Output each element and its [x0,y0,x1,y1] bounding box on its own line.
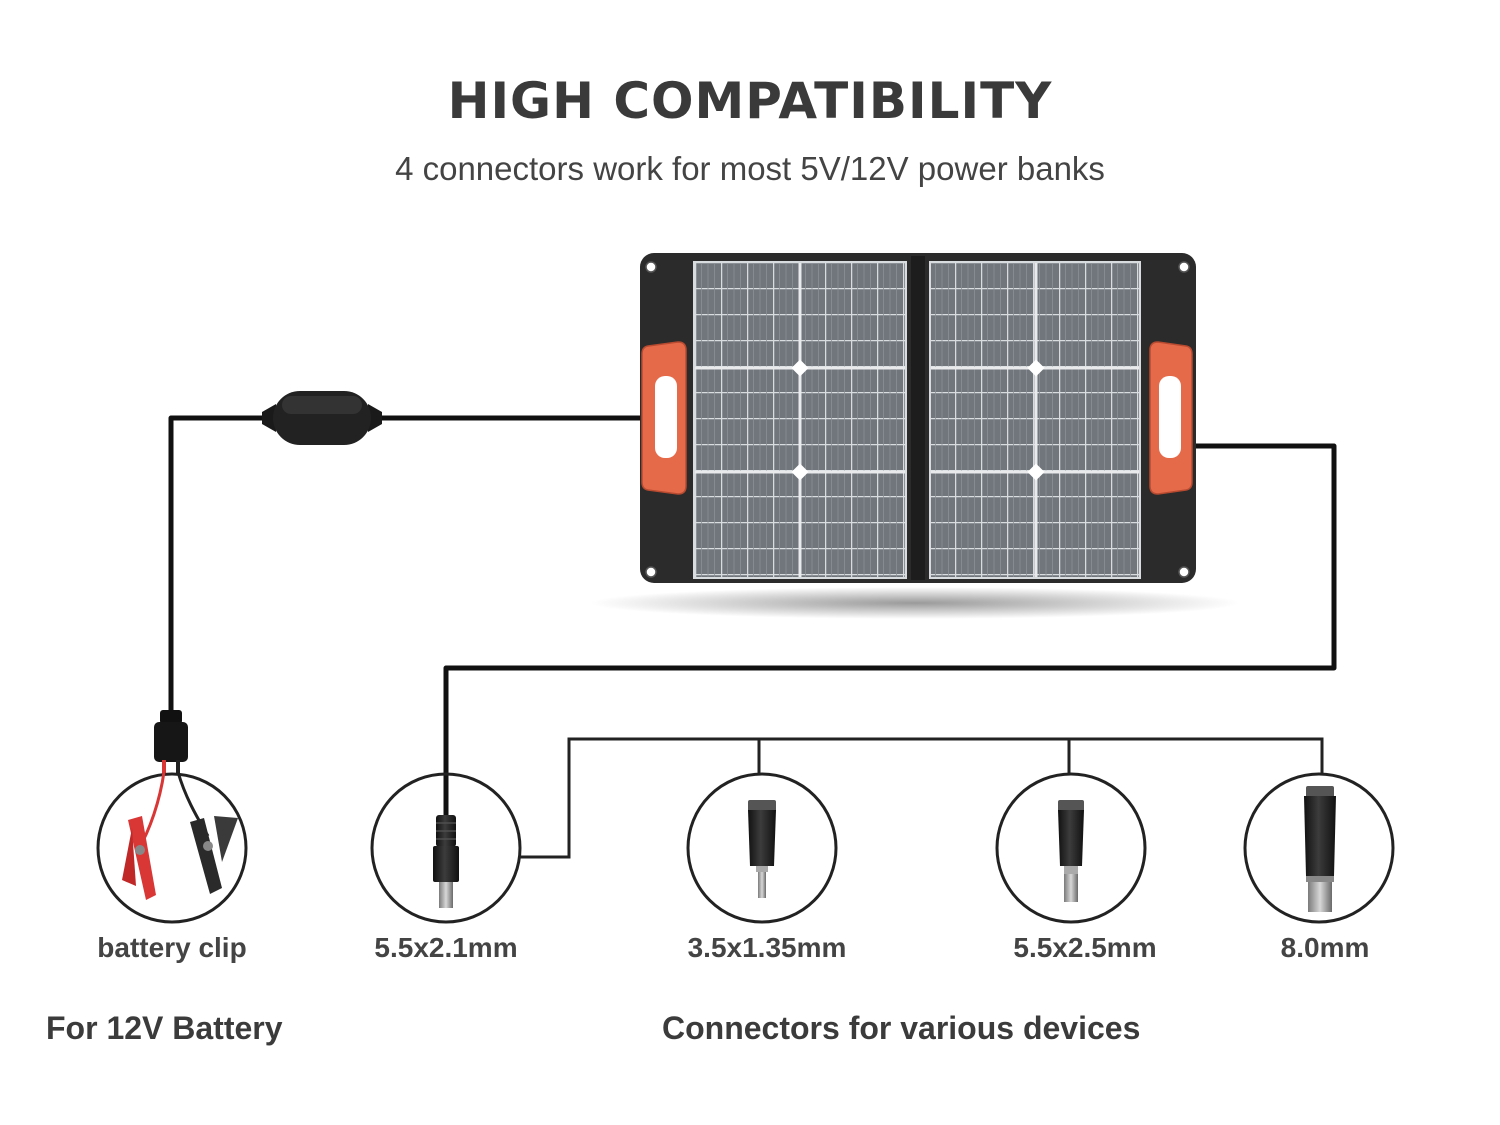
dc-plug-icon-5525 [1058,800,1084,902]
label-80: 8.0mm [1280,932,1370,963]
label-35135: 3.5x1.35mm [687,932,847,963]
label-5525: 5.5x2.5mm [1013,932,1157,963]
group-label-devices: Connectors for various devices [662,1010,1141,1046]
label-battery-clip: battery clip [97,932,247,963]
connector-bracket [520,737,1324,859]
page-title: HIGH COMPATIBILITY [447,72,1053,130]
cable-controller-to-clip [168,415,275,712]
panel-shadow [590,587,1240,619]
panel-handle-left [641,341,687,495]
circle-5525 [995,772,1147,924]
solar-panel-icon [640,253,1196,583]
battery-clip-connector-icon [154,710,188,774]
dc-plug-icon-80 [1304,786,1336,912]
battery-clip-icon [122,771,238,900]
connector-circles [96,772,1395,924]
label-5521: 5.5x2.1mm [374,932,518,963]
circle-80 [1243,772,1395,924]
circle-battery-clip [96,772,248,924]
dc-plug-icon-5521 [433,815,459,908]
panel-handle-right [1149,341,1193,495]
page-subtitle: 4 connectors work for most 5V/12V power … [395,150,1105,187]
controller-box-icon [262,391,382,445]
circle-5521 [370,772,522,924]
cable-panel-to-dc-plug [443,443,1337,818]
group-label-battery: For 12V Battery [46,1010,283,1046]
dc-plug-icon-35135 [748,800,776,898]
circle-35135 [686,772,838,924]
cables [168,415,1337,818]
